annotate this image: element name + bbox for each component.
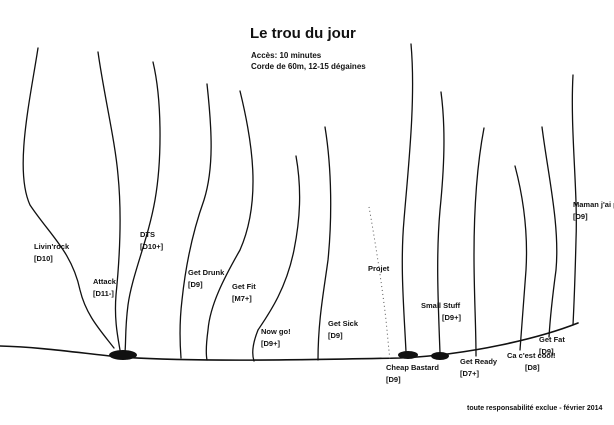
topo-title: Le trou du jour <box>250 25 356 42</box>
route-line-maman-jai-peur <box>571 74 577 326</box>
route-grade: [D11-] <box>93 289 114 298</box>
route-label-attack: Attack [D11-] <box>93 277 117 298</box>
route-grade: [D8] <box>525 363 540 372</box>
route-grade: [D10] <box>34 254 53 263</box>
route-grade: [D9+] <box>261 339 280 348</box>
route-name: Attack <box>93 277 117 286</box>
route-label-get-fit: Get Fit [M7+] <box>232 282 256 303</box>
route-name: Small Stuff <box>421 301 461 310</box>
route-line-get-sick <box>317 126 332 361</box>
route-grade: [D10+] <box>140 242 164 251</box>
route-label-dts: DTS [D10+] <box>140 230 164 251</box>
route-label-now-go: Now go! [D9+] <box>261 327 291 348</box>
route-name: Get Drunk <box>188 268 225 277</box>
footer-disclaimer: toute responsabilité exclue - février 20… <box>467 405 602 412</box>
route-name: Maman j'ai peur <box>573 200 614 209</box>
route-label-get-sick: Get Sick [D9] <box>328 319 359 340</box>
route-grade: [D9] <box>386 375 401 384</box>
route-name: Get Sick <box>328 319 359 328</box>
route-line-small-stuff <box>437 91 445 354</box>
route-line-livin-rock <box>22 47 115 349</box>
route-label-small-stuff: Small Stuff [D9+] <box>421 301 461 322</box>
route-label-get-drunk: Get Drunk [D9] <box>188 268 225 289</box>
boulder-right <box>431 352 449 360</box>
route-line-ca-cest-cool <box>514 165 528 351</box>
route-line-get-fit <box>205 90 254 361</box>
route-name: Now go! <box>261 327 291 336</box>
route-name: Get Fit <box>232 282 256 291</box>
route-line-get-fat <box>541 126 558 338</box>
route-label-cheap-bastard: Cheap Bastard [D9] <box>386 363 439 384</box>
route-name: DTS <box>140 230 155 239</box>
boulder-center <box>398 351 418 359</box>
route-name: Get Fat <box>539 335 565 344</box>
route-label-ca-cest-cool: Ca c'est cool! [D8] <box>507 351 555 372</box>
route-grade: [D9+] <box>442 313 461 322</box>
route-label-maman-jai-peur: Maman j'ai peur [D9] <box>573 200 614 221</box>
access-info: Accès: 10 minutes <box>251 51 322 60</box>
route-label-get-ready: Get Ready [D7+] <box>460 357 498 378</box>
route-line-get-drunk <box>179 83 212 359</box>
route-label-livin-rock: Livin'rock [D10] <box>34 242 70 263</box>
route-grade: [M7+] <box>232 294 252 303</box>
route-grade: [D7+] <box>460 369 479 378</box>
route-line-now-go <box>252 155 301 362</box>
route-grade: [D9] <box>188 280 203 289</box>
route-name: Get Ready <box>460 357 498 366</box>
route-grade: [D9] <box>573 212 588 221</box>
route-name: Cheap Bastard <box>386 363 439 372</box>
route-grade: [D9] <box>539 347 554 356</box>
route-line-projet <box>368 206 391 361</box>
route-line-attack <box>97 51 121 351</box>
ground-line <box>0 322 579 361</box>
route-line-get-ready <box>473 127 485 357</box>
route-grade: [D9] <box>328 331 343 340</box>
route-line-dts <box>124 61 161 353</box>
route-name: Projet <box>368 264 390 273</box>
route-label-get-fat: Get Fat [D9] <box>539 335 565 356</box>
gear-info: Corde de 60m, 12-15 dégaines <box>251 62 366 71</box>
boulder-left <box>109 350 137 360</box>
route-line-cheap-bastard <box>401 43 414 353</box>
route-name: Ca c'est cool! <box>507 351 555 360</box>
route-name: Livin'rock <box>34 242 70 251</box>
route-label-projet: Projet <box>368 264 390 273</box>
